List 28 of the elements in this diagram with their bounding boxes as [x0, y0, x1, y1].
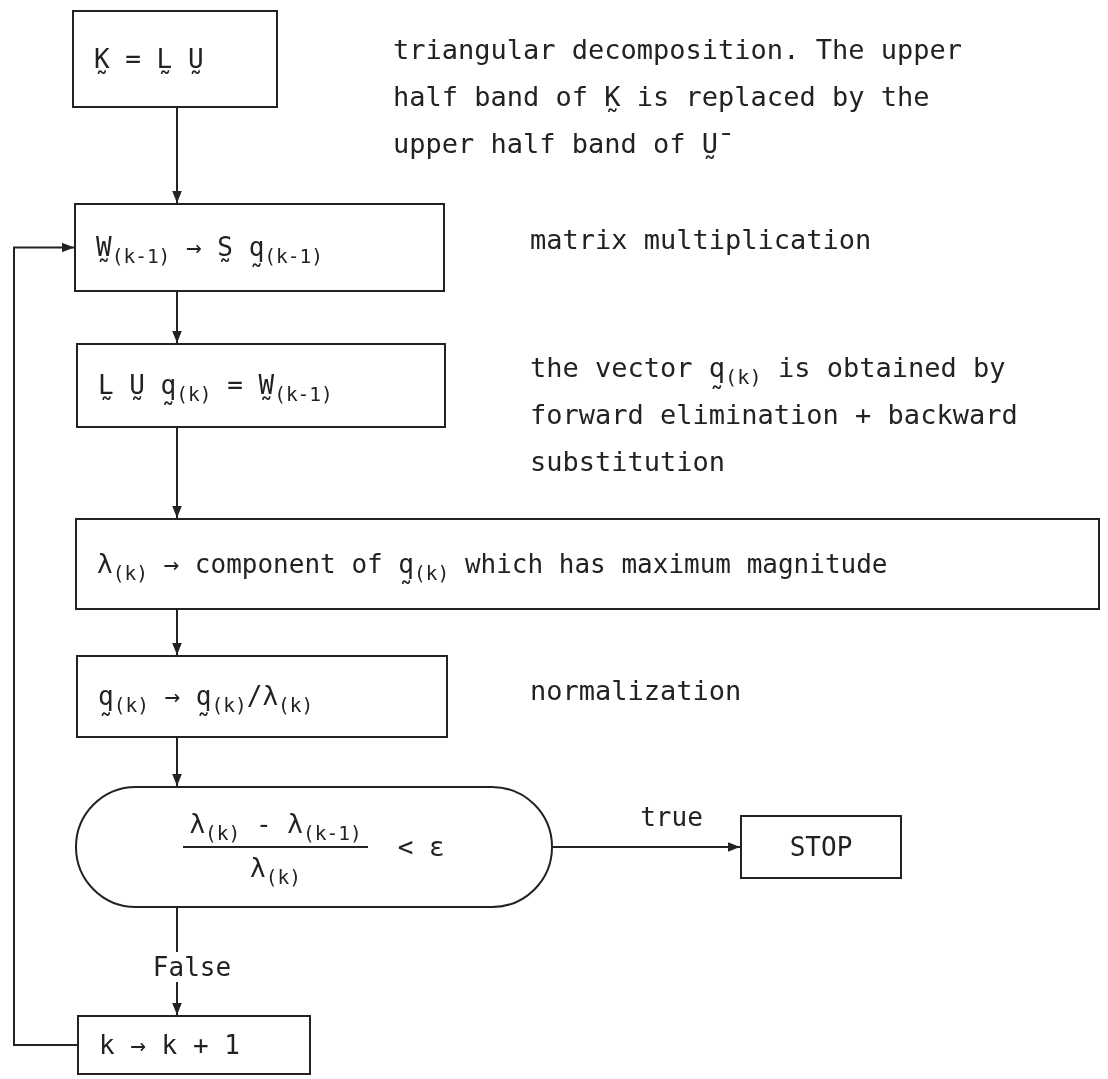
process-box [76, 343, 446, 428]
arrow [172, 291, 182, 344]
process-box [77, 1015, 311, 1075]
node-text: K̰ = L̰ Ṵ [94, 42, 204, 76]
arrow [552, 842, 741, 852]
node-text: STOP [789, 830, 853, 864]
annotation-text: triangular decomposition. The upper half band of K̰ is replaced by the upper half band of Ṵ̄ [393, 33, 963, 161]
process-box [72, 10, 278, 108]
annotation-text: normalization [530, 674, 743, 708]
process-box [75, 518, 1100, 610]
annotation-text: the vector q̰$_{(k)}$ is obtained by forward elimination + backward substitution [530, 351, 1019, 479]
node-text: k → k + 1 [99, 1028, 240, 1062]
arrow [172, 107, 182, 204]
process-box [76, 655, 448, 738]
fraction-numerator: λ$_{(k)}$ - λ$_{(k-1)}$ [183, 808, 368, 848]
annotation-text: matrix multiplication [530, 223, 873, 257]
process-box [740, 815, 902, 879]
process-box [74, 203, 445, 292]
fraction-denominator: λ$_{(k)}$ [250, 852, 301, 886]
node-text: W̰$_{(k-1)}$ → S̰ q̰$_{(k-1)}$ [96, 231, 323, 267]
node-text: L̰ Ṵ q̰$_{(k)}$ = W̰$_{(k-1)}$ [98, 369, 333, 405]
node-text: λ$_{(k)}$ → component of q̰$_{(k)}$ which has maximum magnitude [97, 547, 888, 584]
arrow [172, 427, 182, 519]
arrow [172, 609, 182, 656]
node-text: q̰$_{(k)}$ → q̰$_{(k)}$/λ$_{(k)}$ [98, 680, 314, 716]
arrow [13, 242, 78, 1046]
comparison-text: < ε [397, 830, 445, 864]
arrow [172, 737, 182, 787]
